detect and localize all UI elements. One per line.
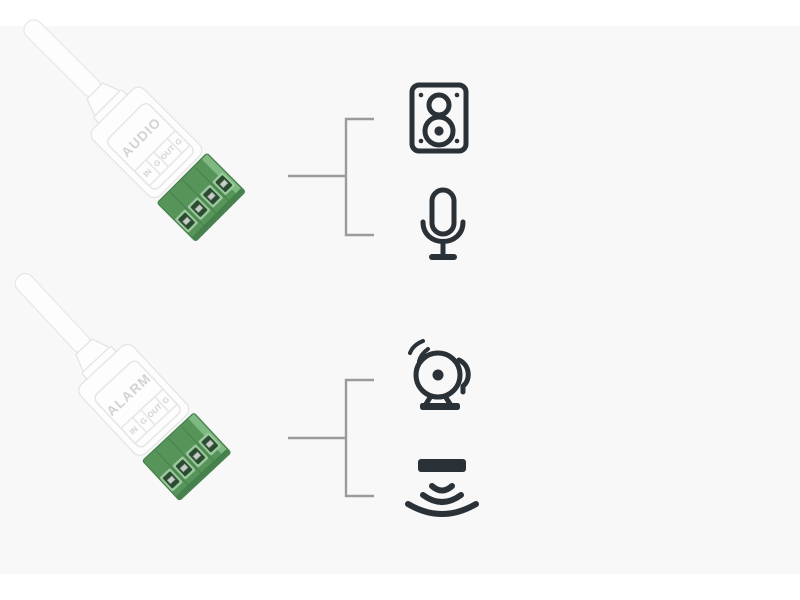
microphone-icon	[420, 187, 466, 260]
socket	[159, 468, 183, 492]
audio-connector-photo: AUDIO IN G OUT G	[23, 19, 245, 241]
socket	[212, 172, 236, 195]
bracket-audio	[288, 117, 374, 237]
terminal-block	[157, 153, 245, 241]
label-outline	[106, 102, 194, 190]
socket	[198, 432, 221, 456]
socket	[200, 184, 223, 208]
motion-sensor-icon	[405, 459, 479, 517]
connector-body	[78, 343, 190, 456]
socket	[175, 209, 198, 233]
alarm-bell-icon	[408, 339, 471, 410]
pin-label: G	[161, 395, 172, 406]
pin-label: G	[152, 158, 163, 169]
label-outline	[94, 360, 181, 448]
pin-label: G	[173, 136, 184, 147]
socket	[172, 456, 196, 480]
alarm-connector-photo: ALARM IN G OUT G	[14, 272, 231, 501]
socket	[187, 197, 211, 220]
connector-body	[90, 86, 203, 199]
speaker-icon	[409, 82, 469, 154]
bracket-alarm	[288, 378, 374, 498]
socket	[185, 444, 209, 468]
terminal-block	[142, 413, 231, 501]
pin-label: G	[138, 416, 149, 427]
